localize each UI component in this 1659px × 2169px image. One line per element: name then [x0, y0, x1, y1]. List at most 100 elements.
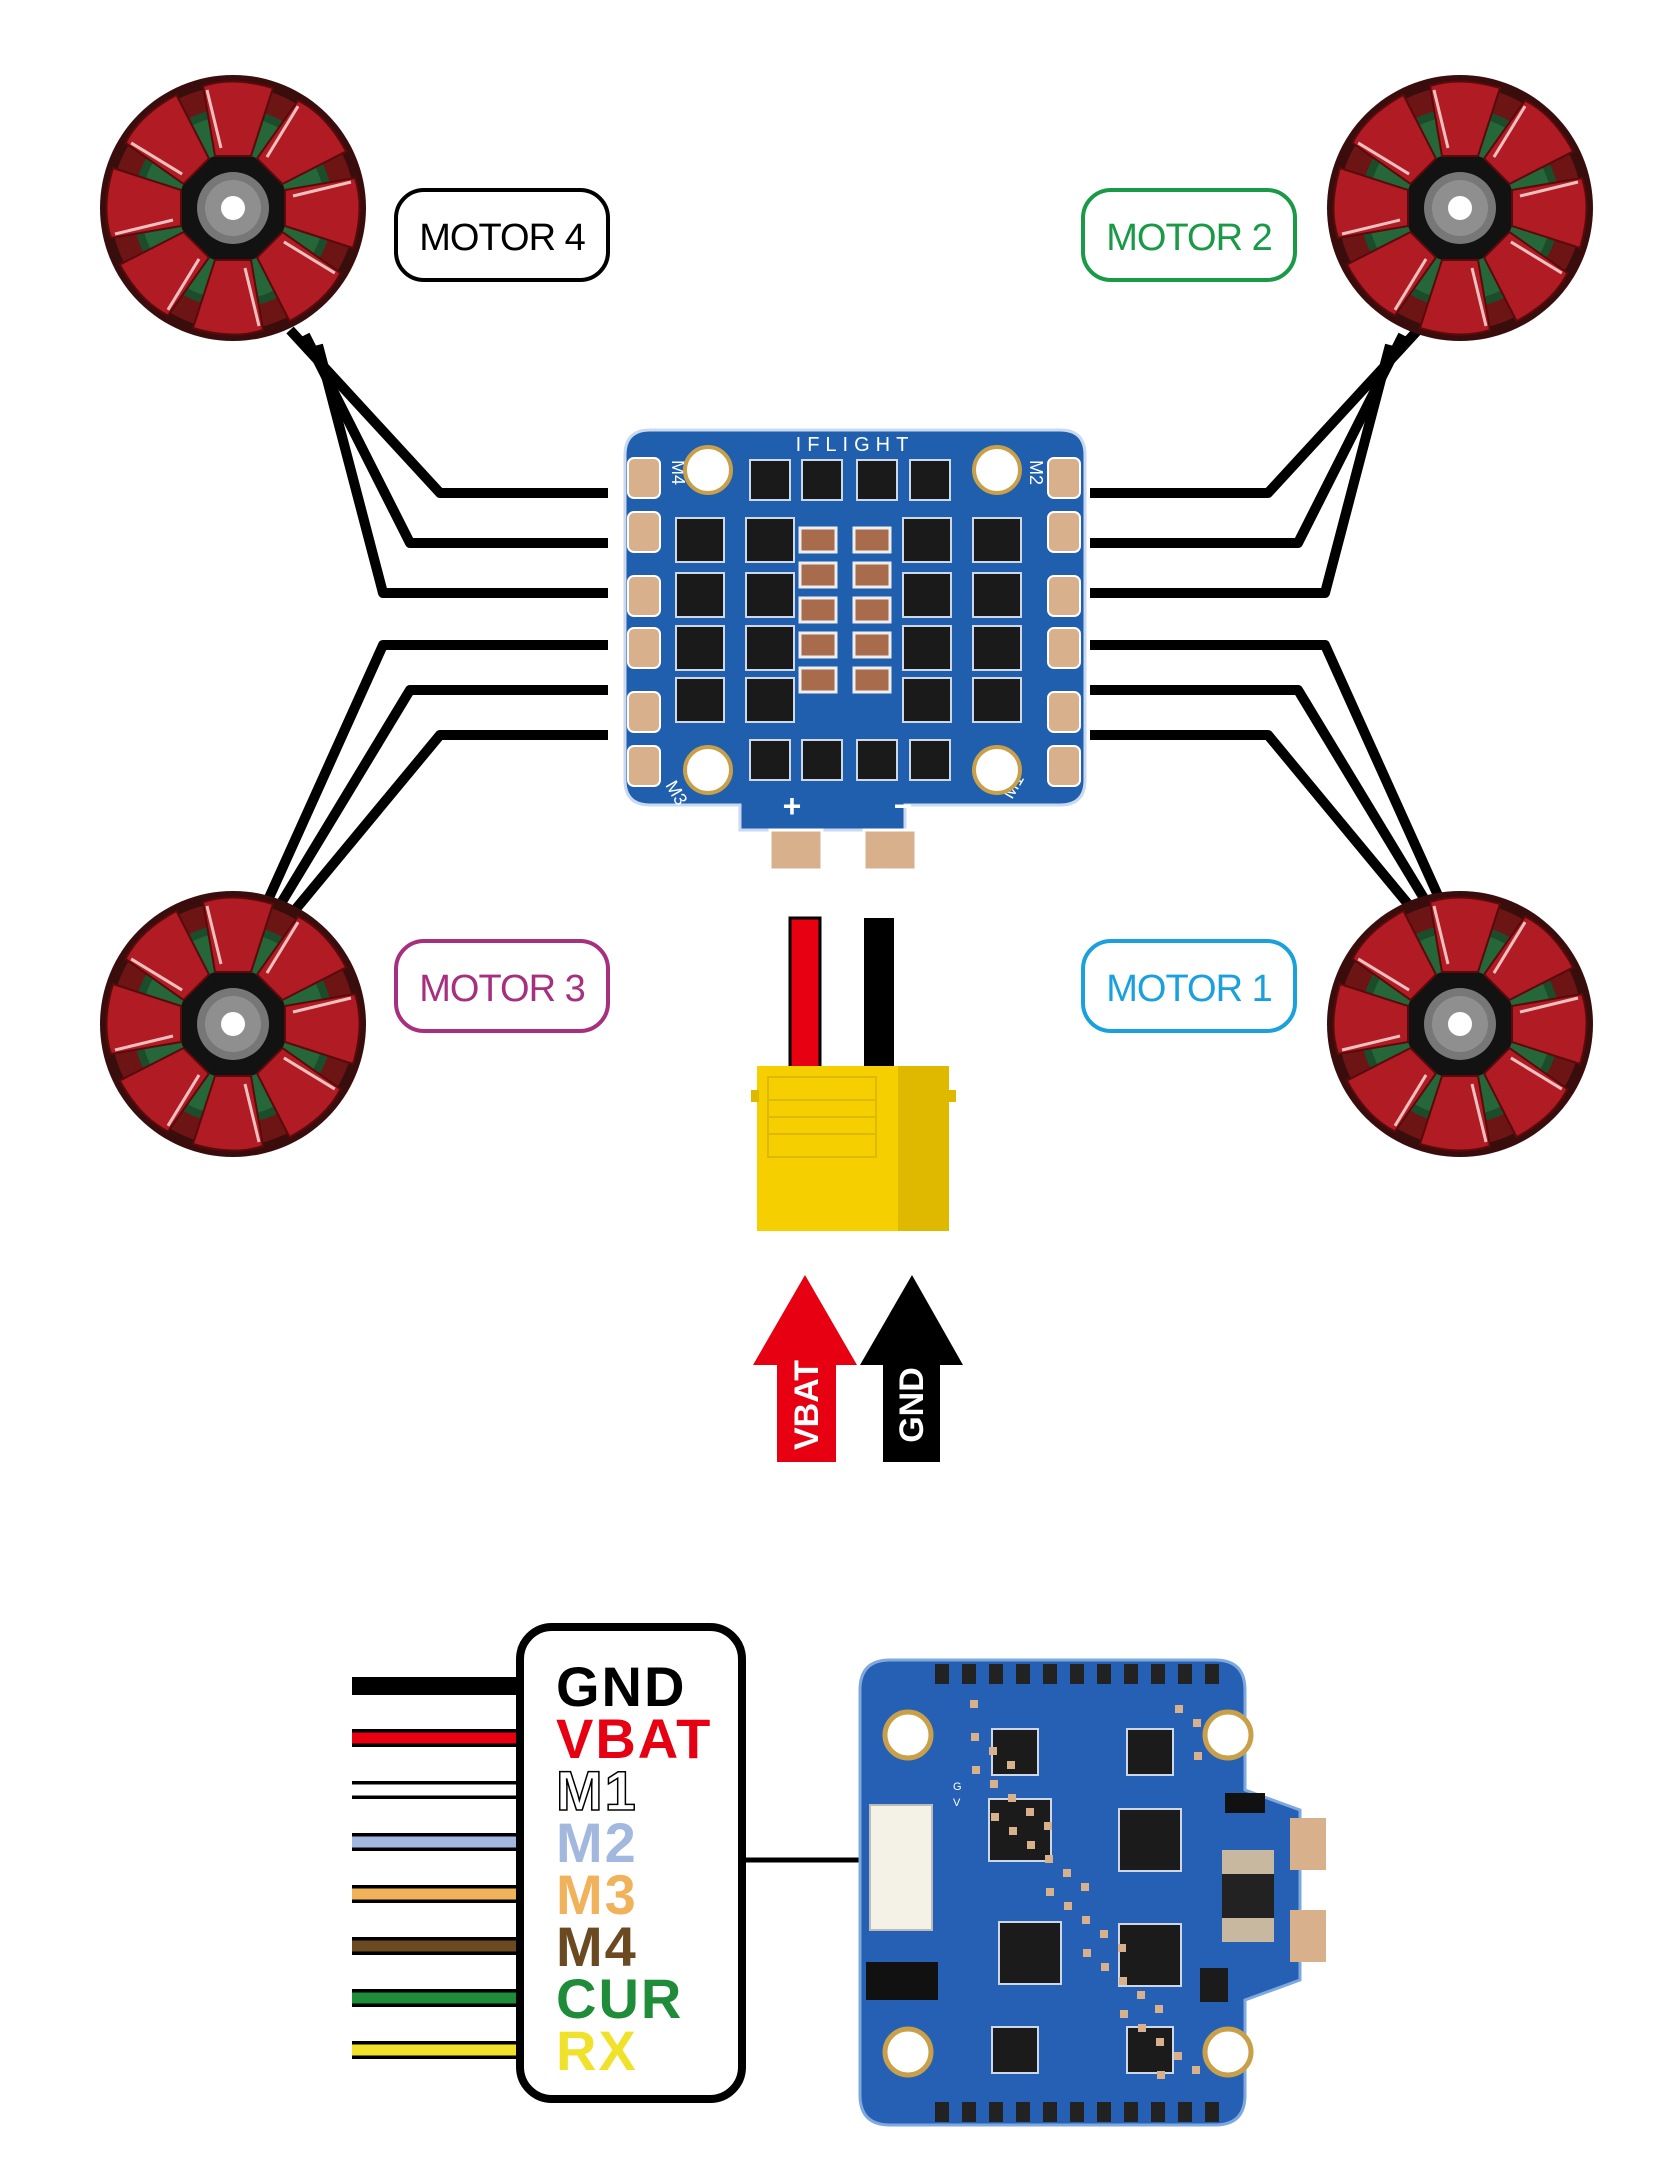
- motor-blade: [1482, 99, 1575, 186]
- fc-passive: [1027, 1841, 1035, 1849]
- motor-blade: [1418, 1075, 1492, 1152]
- vbat-arrow-shape: [753, 1275, 857, 1462]
- motor-2-wires: [1090, 326, 1422, 598]
- motor-2-label-box: [1081, 188, 1297, 282]
- motor-blade: [1351, 93, 1438, 186]
- motor-blade: [1511, 176, 1588, 250]
- esc-power-pad-minus: [862, 828, 918, 872]
- esc-mosfet: [909, 739, 951, 781]
- esc-motor-pad: [627, 575, 661, 617]
- fc-chip: [1200, 1968, 1228, 2002]
- motor-4-wires: [286, 326, 608, 598]
- esc-capacitor: [852, 666, 892, 694]
- motor-1: [1327, 891, 1593, 1157]
- fc-passive: [1081, 1883, 1089, 1891]
- fc-passive: [1044, 1822, 1052, 1830]
- fc-edge-pad: [1043, 1664, 1057, 1684]
- fc-passive: [1137, 1991, 1145, 1999]
- motor-blade: [284, 992, 361, 1066]
- motor-1-label-box: [1081, 939, 1297, 1033]
- esc-mosfet: [972, 517, 1022, 563]
- fc-passive: [1101, 1963, 1109, 1971]
- motor-blade: [201, 80, 275, 157]
- esc-motor-pads-right: [1047, 457, 1081, 787]
- esc-mosfet: [801, 459, 843, 501]
- motor-3-wires: [263, 640, 608, 914]
- fc-components: [970, 1700, 1202, 2079]
- fc-passive: [1194, 1752, 1202, 1760]
- esc-motor-pad: [1047, 575, 1081, 617]
- esc-mosfet: [745, 517, 795, 563]
- fc-passive: [1118, 1944, 1126, 1952]
- motor-3-label: MOTOR 3: [394, 939, 610, 1033]
- esc-mosfet: [745, 572, 795, 618]
- motor-blade: [284, 176, 361, 250]
- esc-mosfet: [745, 677, 795, 723]
- esc-motor-pads-left: [627, 457, 661, 787]
- fc-passive: [990, 1780, 998, 1788]
- fc-passive: [970, 1700, 978, 1708]
- motor-3: [100, 891, 366, 1157]
- fc-chip: [988, 1798, 1052, 1862]
- esc-capacitor: [798, 596, 838, 624]
- esc-mosfet: [801, 739, 843, 781]
- fc-passive: [1045, 1855, 1053, 1863]
- fc-passive: [1119, 1977, 1127, 1985]
- esc-mosfets: [675, 459, 1022, 781]
- fc-edge-pad: [1124, 2102, 1138, 2122]
- esc-motor-pad: [627, 457, 661, 499]
- fc-edge-pad: [935, 2102, 949, 2122]
- fc-harness-connector: [869, 1804, 933, 1931]
- esc-capacitor: [798, 631, 838, 659]
- fc-mount-hole: [882, 1709, 934, 1761]
- fc-mount-hole: [1202, 1709, 1254, 1761]
- esc-mosfet: [902, 677, 952, 723]
- esc-mosfet: [902, 572, 952, 618]
- motor-4-label: MOTOR 4: [394, 188, 610, 282]
- esc-brand-label: IFLIGHT: [796, 434, 915, 456]
- fc-passive: [1100, 1930, 1108, 1938]
- vbat-arrow: VBAT: [753, 1275, 857, 1462]
- gnd-arrow-label: GND: [893, 1367, 931, 1443]
- fc-edge-pad: [989, 1664, 1003, 1684]
- motor-blade: [1351, 909, 1438, 1002]
- motor-blade: [1428, 80, 1502, 157]
- fc-edge-pad: [1178, 2102, 1192, 2122]
- motor-blade: [255, 230, 342, 323]
- fc-passive: [971, 1733, 979, 1741]
- harness-label-m1: M1: [556, 1759, 638, 1822]
- fc-passive: [1007, 1761, 1015, 1769]
- fc-edge-pads: [935, 1664, 1219, 2122]
- esc-mosfet: [856, 739, 898, 781]
- esc-mount-hole: [972, 445, 1022, 495]
- motor-blade: [255, 99, 348, 186]
- xt60-connector: [751, 1066, 956, 1231]
- esc-motor-pad: [627, 627, 661, 669]
- motor-blade: [255, 915, 348, 1002]
- fc-chip: [998, 1921, 1062, 1985]
- motor-blade: [105, 166, 182, 240]
- harness-label-m2: M2: [556, 1811, 638, 1874]
- fc-edge-pad: [1178, 1664, 1192, 1684]
- harness-label-m3: M3: [556, 1863, 638, 1926]
- fc-chips: [988, 1728, 1228, 2074]
- harness-label-rx: RX: [556, 2019, 638, 2082]
- motor-blade: [1511, 992, 1588, 1066]
- esc-mosfet: [675, 572, 725, 618]
- esc-capacitor: [798, 561, 838, 589]
- fc-chip: [991, 2026, 1039, 2074]
- esc-board: IFLIGHT M4 M2 M3 M1 + −: [623, 428, 1087, 872]
- fc-edge-pad: [1016, 1664, 1030, 1684]
- fc-passive: [1064, 1902, 1072, 1910]
- motor-blade: [1482, 915, 1575, 1002]
- esc-motor-pad: [1047, 511, 1081, 553]
- esc-mount-hole: [683, 445, 733, 495]
- esc-mosfet: [745, 625, 795, 671]
- motor-blade: [255, 1046, 342, 1139]
- esc-power-pad-plus: [768, 828, 824, 872]
- esc-mount-hole: [972, 745, 1022, 795]
- fc-passive: [1175, 1705, 1183, 1713]
- motor-blade: [1345, 230, 1438, 317]
- esc-mosfet: [972, 625, 1022, 671]
